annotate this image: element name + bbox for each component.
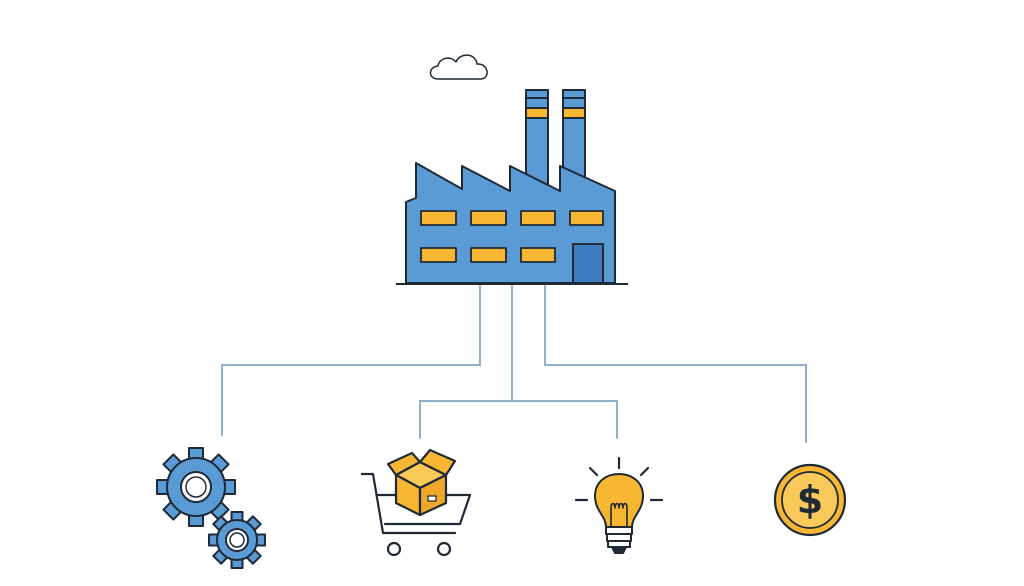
cart-wheel-left: [386, 541, 402, 557]
bulb-base: [605, 526, 633, 554]
connector-lines: [221, 285, 807, 443]
gear-small: [208, 511, 266, 569]
connector-to-coin: [544, 285, 807, 443]
factory-windows: [420, 210, 604, 263]
factory-icon: [396, 89, 628, 285]
shopping-cart-box-icon: [360, 448, 472, 557]
light-bulb-icon: [574, 456, 664, 554]
bulb-glass: [594, 473, 644, 528]
gear-large: [156, 447, 236, 527]
chimney-right: [562, 89, 586, 189]
light-rays: [574, 456, 664, 502]
gears-icon: [156, 447, 266, 569]
cloud-icon: [429, 54, 488, 80]
factory-door: [572, 243, 604, 284]
connector-to-gears: [221, 285, 481, 436]
connector-to-bulb: [511, 400, 618, 439]
factory-building: [405, 162, 616, 284]
dollar-sign: $: [797, 478, 823, 522]
cardboard-box: [386, 448, 457, 517]
bulb-filament: [610, 502, 628, 528]
dollar-coin-icon: $: [773, 463, 847, 537]
connector-to-cart: [419, 285, 513, 439]
cart-wheel-right: [436, 541, 452, 557]
chimney-left: [525, 89, 549, 189]
